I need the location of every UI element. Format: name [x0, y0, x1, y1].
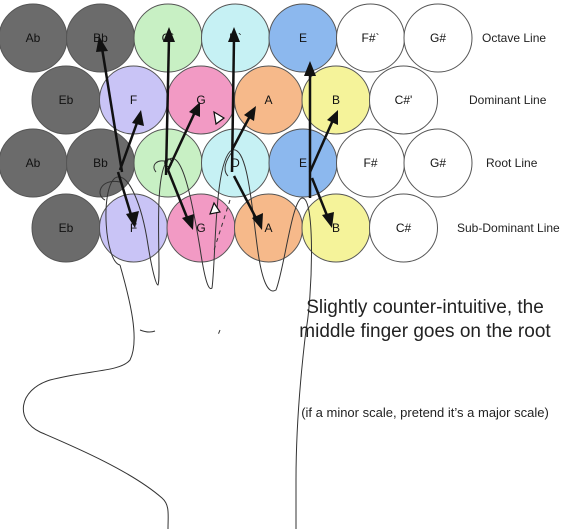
row-label: Sub-Dominant Line	[457, 221, 560, 235]
note-circle	[369, 65, 438, 135]
arrow	[118, 119, 140, 171]
note-label: Eb	[59, 221, 74, 235]
note-label: C#	[396, 221, 412, 235]
arrowhead	[322, 212, 334, 228]
note-label: G#	[430, 31, 446, 45]
arrow	[310, 177, 330, 219]
arrow	[100, 47, 124, 173]
note-label: A	[264, 93, 272, 107]
note-label: Eb	[59, 93, 74, 107]
note-label: E	[299, 156, 307, 170]
note-label: E	[299, 31, 307, 45]
arrow	[116, 171, 134, 219]
note-circle	[369, 193, 438, 263]
open-arrowhead	[213, 110, 226, 126]
arrowhead	[327, 110, 338, 125]
hand-outline	[23, 149, 312, 529]
arrowhead	[244, 106, 256, 121]
arrowhead	[163, 27, 175, 42]
arrowhead	[126, 211, 139, 228]
note-label: Bb	[93, 156, 108, 170]
row-label: Dominant Line	[469, 93, 547, 107]
note-label: G#	[430, 156, 446, 170]
arrowhead	[189, 102, 200, 117]
note-label: G	[196, 93, 205, 107]
arrowhead	[182, 214, 194, 230]
row-label: Root Line	[486, 156, 538, 170]
open-arrowhead	[209, 201, 221, 215]
arrow	[166, 111, 197, 171]
note-label: Bb	[93, 31, 108, 45]
note-label: B	[332, 221, 340, 235]
finger-arrows	[96, 27, 338, 230]
note-circle	[403, 128, 473, 198]
fingertip-outline	[99, 151, 233, 333]
arrowhead	[304, 61, 316, 76]
note-label: D	[231, 156, 240, 170]
sub-annotation: (if a minor scale, pretend it’s a major …	[301, 405, 549, 420]
note-grid: AbBbC`D`EF#`G#EbFGABC#'AbBbCDEF#G#EbFGAB…	[0, 3, 473, 263]
note-label: B	[332, 93, 340, 107]
row-label: Octave Line	[482, 31, 546, 45]
note-label: Ab	[26, 156, 41, 170]
note-circle	[403, 3, 473, 73]
note-label: F	[130, 93, 137, 107]
arrowhead	[132, 110, 144, 126]
note-label: Ab	[26, 31, 41, 45]
arrow	[308, 119, 335, 173]
finger-seam	[213, 199, 231, 336]
note-label: C#'	[395, 93, 413, 107]
note-label: F#	[363, 156, 377, 170]
note-label: C	[164, 156, 173, 170]
note-label: A	[264, 221, 272, 235]
main-annotation: Slightly counter-intuitive, the middle f…	[299, 297, 551, 342]
note-label: F	[130, 221, 137, 235]
arrow	[164, 37, 171, 176]
note-label: G	[196, 221, 205, 235]
arrowhead	[252, 213, 263, 230]
arrowhead	[228, 27, 240, 42]
arrow	[166, 169, 190, 221]
arrowhead	[96, 36, 108, 52]
arrow	[232, 175, 259, 221]
note-label: F#`	[362, 31, 380, 45]
arrow	[230, 115, 252, 151]
